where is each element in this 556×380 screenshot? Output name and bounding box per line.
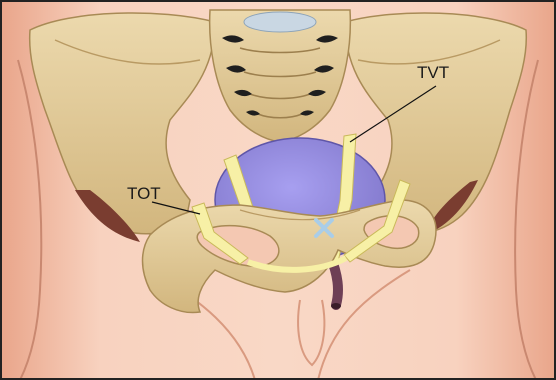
urethral-opening [331, 303, 341, 309]
tvt-label: TVT [417, 63, 449, 82]
tot-label: TOT [127, 184, 161, 203]
sacral-disc [244, 12, 316, 32]
